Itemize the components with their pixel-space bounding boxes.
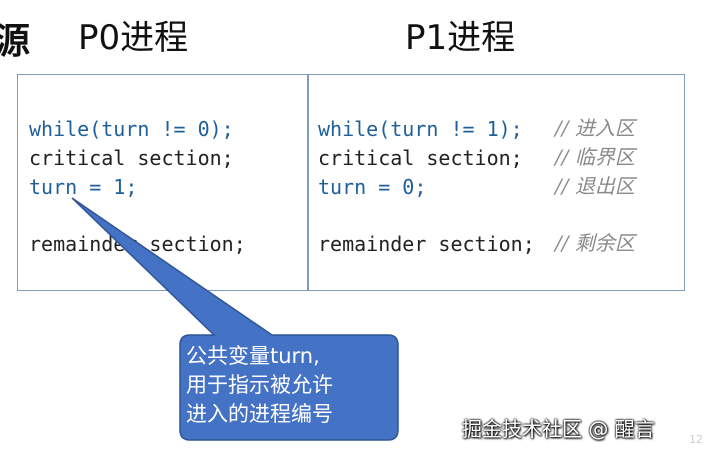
p0-code-line-2: critical section; (29, 146, 234, 170)
p1-comment-exit: // 退出区 (555, 174, 635, 198)
p1-process-title: P1进程 (405, 18, 516, 58)
watermark: 掘金技术社区 @ 醒言 (462, 417, 655, 441)
p1-code-line-2: critical section; (318, 146, 523, 170)
callout-line-2: 用于指示被允许 (186, 373, 333, 397)
p1-code-line-3: turn = 0; (318, 175, 427, 199)
p0-code-line-4: remainder section; (29, 232, 246, 256)
callout-line-1: 公共变量turn, (186, 344, 320, 368)
code-table-divider (307, 75, 309, 290)
code-table: while(turn != 0); critical section; turn… (17, 74, 685, 291)
slide-title-fragment: 源 (0, 21, 31, 62)
p1-comment-critical: // 临界区 (555, 145, 635, 169)
p1-code-line-1: while(turn != 1); (318, 117, 523, 141)
page-number: 12 (689, 433, 703, 446)
p1-comment-remainder: // 剩余区 (555, 231, 635, 255)
callout-text: 公共变量turn, 用于指示被允许 进入的进程编号 (186, 342, 396, 429)
p0-code-line-3: turn = 1; (29, 175, 138, 199)
callout-line-3: 进入的进程编号 (186, 402, 333, 426)
p0-code-line-1: while(turn != 0); (29, 117, 234, 141)
p1-code-line-4: remainder section; (318, 232, 535, 256)
p0-process-title: P0进程 (78, 18, 189, 58)
p1-comment-entry: // 进入区 (555, 116, 635, 140)
